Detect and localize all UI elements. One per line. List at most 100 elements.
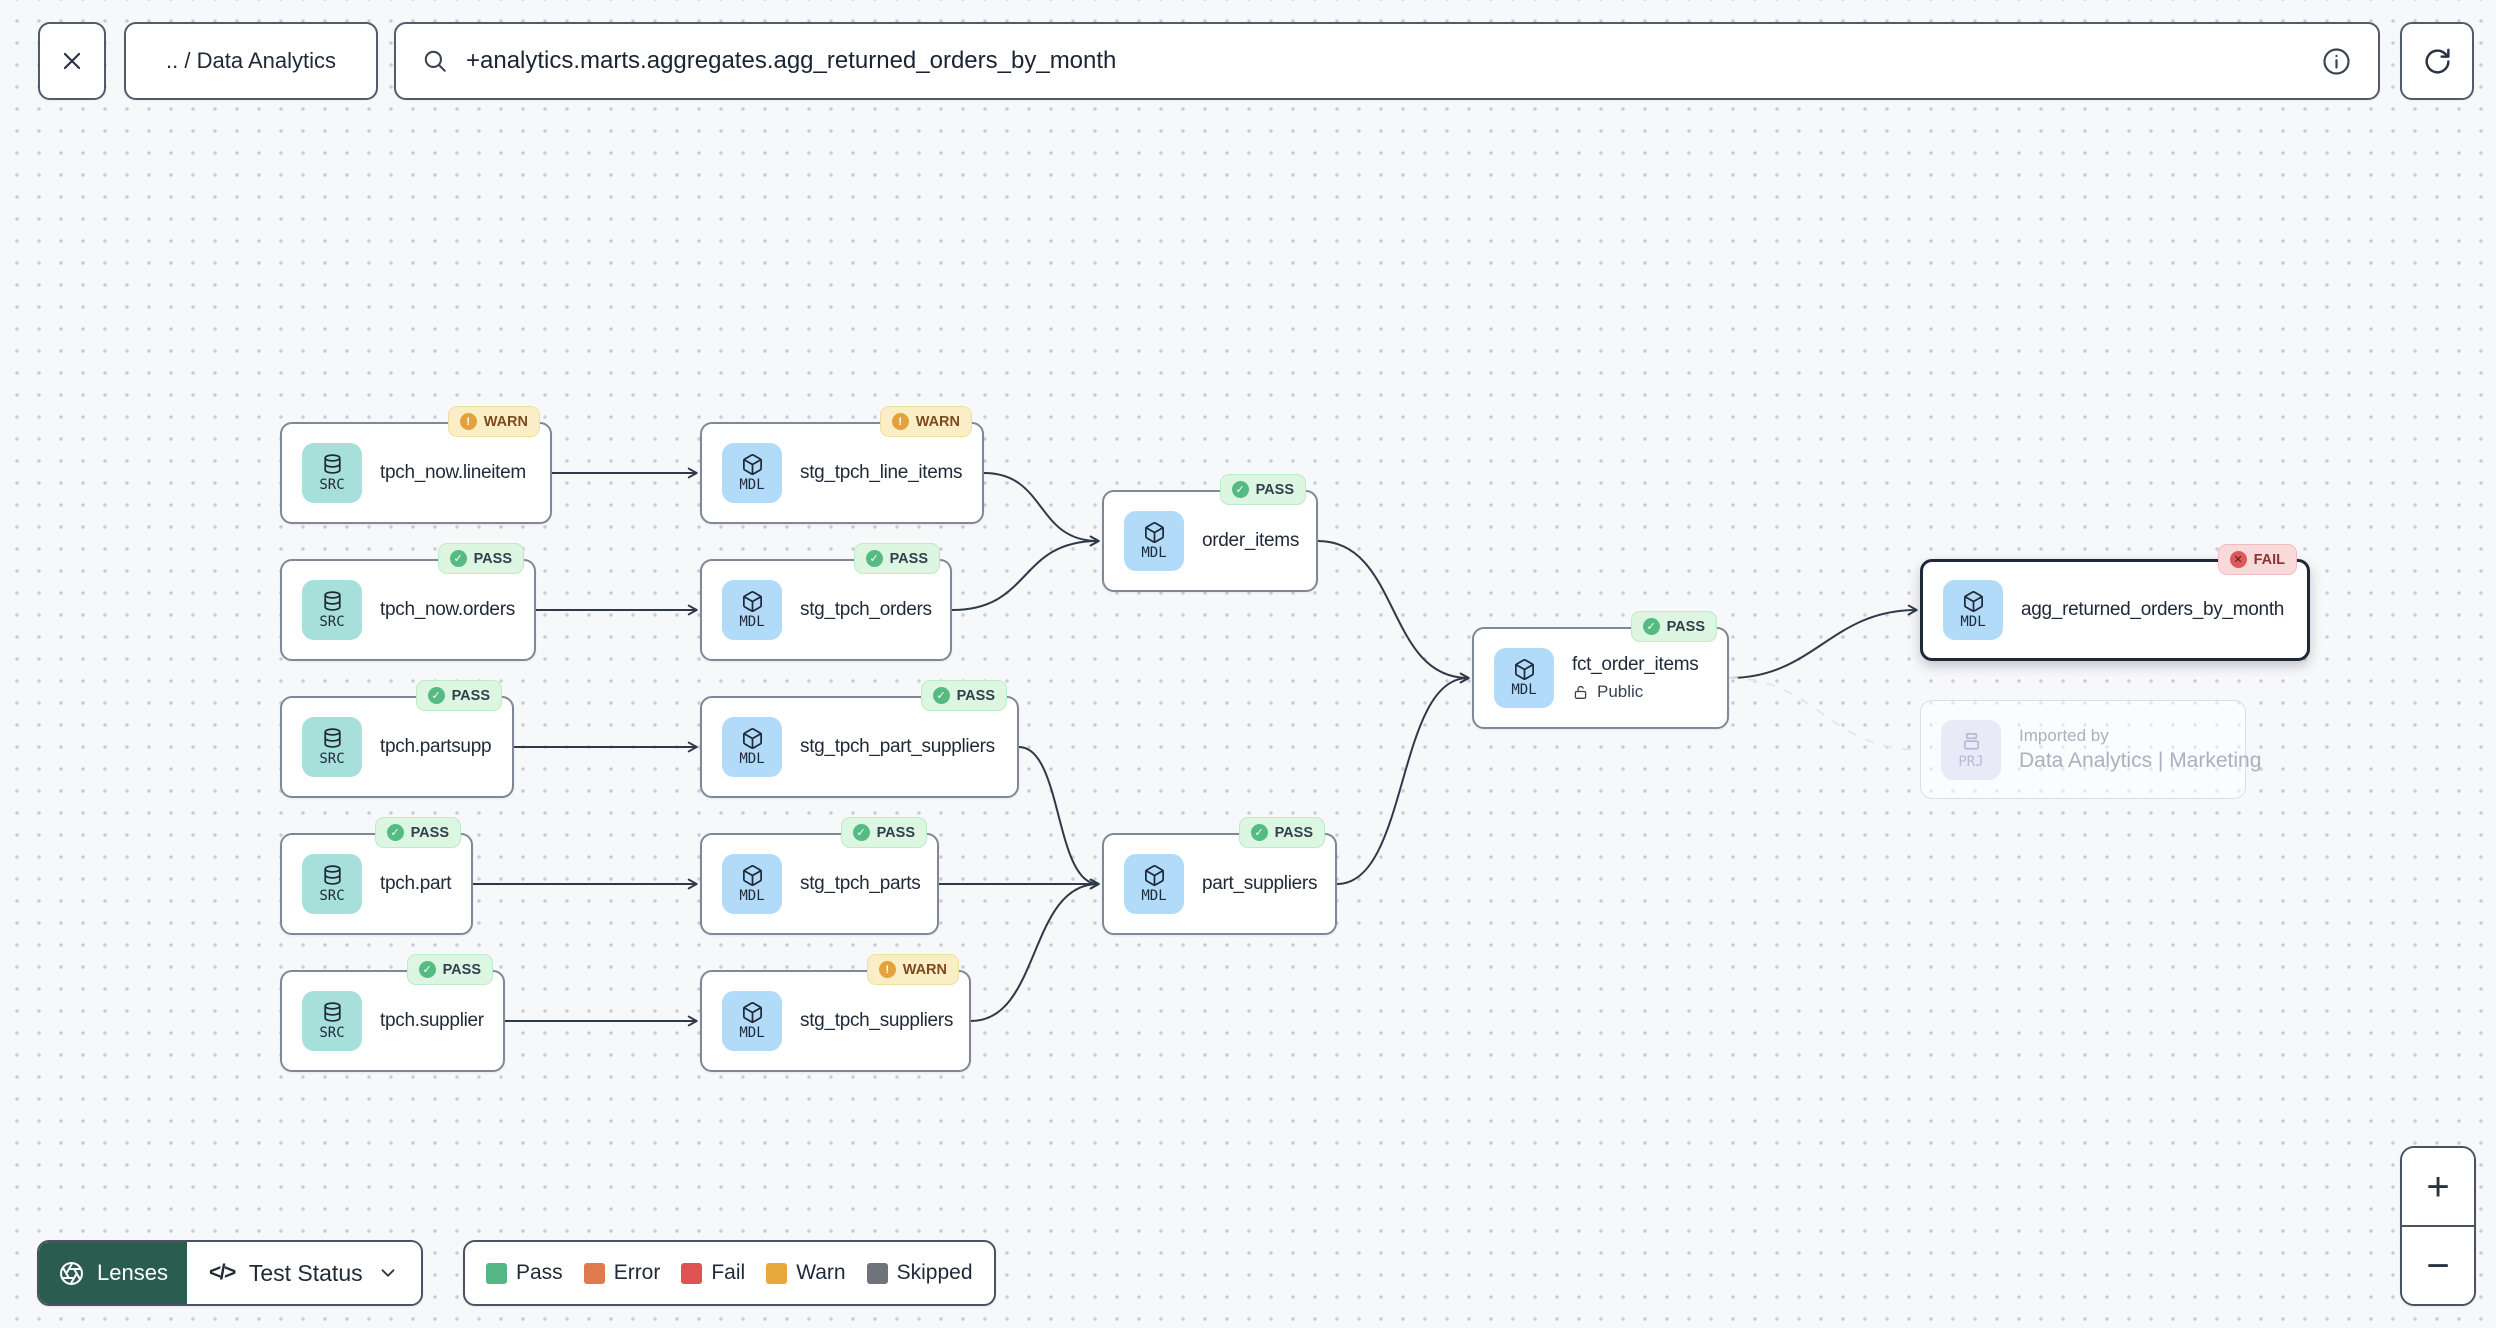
node-type-chip-mdl: MDL xyxy=(1494,648,1554,708)
pass-status-icon: ✓ xyxy=(865,550,883,567)
legend-item-fail: Fail xyxy=(681,1261,745,1285)
status-badge-pass: ✓PASS xyxy=(853,543,940,574)
node-type-chip-mdl: MDL xyxy=(1943,580,2003,640)
node-type-chip-prj: PRJ xyxy=(1941,719,2001,780)
status-badge-pass: ✓PASS xyxy=(920,680,1007,711)
node-label: stg_tpch_suppliers xyxy=(800,1010,954,1031)
node-type-chip-src: SRC xyxy=(302,580,362,640)
node-label: tpch.part xyxy=(380,873,452,894)
status-badge-label: PASS xyxy=(451,687,490,704)
database-icon xyxy=(323,591,341,611)
node-sublabel: Imported by xyxy=(2019,726,2109,745)
edge-fct_order_items-to-imported_by xyxy=(1728,677,1917,751)
refresh-button[interactable] xyxy=(2400,22,2474,100)
zoom-in-button[interactable]: + xyxy=(2402,1148,2474,1225)
database-icon xyxy=(323,454,341,474)
node-type-label: MDL xyxy=(1511,682,1537,698)
node-label: Data Analytics | Marketing xyxy=(2019,749,2262,772)
status-badge-pass: ✓ PASS xyxy=(1630,611,1717,642)
search-bar[interactable]: +analytics.marts.aggregates.agg_returned… xyxy=(394,22,2380,100)
edge-stg_tpch_orders-to-order_items xyxy=(951,535,1100,611)
pass-status-icon: ✓ xyxy=(386,824,404,841)
node-type-label: MDL xyxy=(739,751,765,767)
node-label: tpch.supplier xyxy=(380,1010,484,1031)
close-button[interactable] xyxy=(38,22,106,100)
node-label: tpch_now.orders xyxy=(380,599,515,620)
legend-swatch-pass xyxy=(486,1262,507,1284)
pass-status-icon: ✓ xyxy=(1250,824,1268,841)
graph-node-imported_by[interactable]: PRJ Imported by Data Analytics | Marketing xyxy=(1920,700,2261,799)
zoom-out-button[interactable]: − xyxy=(2402,1227,2474,1304)
node-label: fct_order_items xyxy=(1572,654,1699,675)
status-badge-pass: ✓PASS xyxy=(1238,817,1325,848)
node-type-chip-mdl: MDL xyxy=(722,443,782,503)
access-label: Public xyxy=(1572,682,1698,702)
breadcrumb[interactable]: .. / Data Analytics xyxy=(124,22,378,100)
code-icon: </> xyxy=(208,1261,236,1284)
node-type-label: MDL xyxy=(739,477,765,493)
node-type-chip-mdl: MDL xyxy=(722,717,782,777)
model-cube-icon xyxy=(1144,522,1164,543)
node-type-label: MDL xyxy=(739,888,765,904)
search-input[interactable]: +analytics.marts.aggregates.agg_returned… xyxy=(466,47,1117,74)
status-badge-label: PASS xyxy=(1666,618,1705,635)
search-icon xyxy=(424,50,446,72)
info-icon[interactable] xyxy=(2321,46,2352,77)
node-type-label: MDL xyxy=(1960,614,1986,630)
lens-selector[interactable]: </> Test Status xyxy=(186,1242,421,1304)
zoom-divider xyxy=(2402,1225,2474,1227)
edge-stg_tpch_line_items-to-order_items xyxy=(983,472,1100,547)
legend-label: Warn xyxy=(796,1261,846,1284)
node-type-label: SRC xyxy=(319,477,345,493)
database-icon xyxy=(323,728,341,748)
warn-status-icon: ! xyxy=(878,961,896,978)
status-badge-pass: ✓ PASS xyxy=(415,680,502,711)
node-label: order_items xyxy=(1202,530,1300,551)
node-type-label: SRC xyxy=(319,888,345,904)
pass-status-icon: ✓ xyxy=(449,550,467,567)
status-badge-label: PASS xyxy=(473,550,512,567)
pass-status-icon: ✓ xyxy=(852,824,870,841)
node-type-label: SRC xyxy=(319,751,345,767)
status-badge-label: PASS xyxy=(1255,481,1294,498)
graph-node-stg_tpch_line_items[interactable]: !WARN MDL stg_tpch_line_items xyxy=(700,406,984,524)
edge-stg_tpch_part_suppliers-to-part_suppliers xyxy=(1018,746,1100,890)
node-type-chip-src: SRC xyxy=(302,443,362,503)
lenses-button[interactable]: Lenses xyxy=(39,1242,187,1304)
lenses-label: Lenses xyxy=(97,1260,168,1285)
node-label: stg_tpch_line_items xyxy=(800,462,963,483)
database-icon xyxy=(323,865,341,885)
pass-status-icon: ✓ xyxy=(1231,481,1249,498)
status-badge-label: PASS xyxy=(956,687,995,704)
legend-label: Error xyxy=(613,1261,661,1284)
legend-swatch-error xyxy=(583,1262,605,1284)
fail-status-icon: ✕ xyxy=(2229,551,2247,568)
lens-selector-label: Test Status xyxy=(248,1259,363,1286)
node-type-chip-mdl: MDL xyxy=(722,991,782,1051)
node-type-label: SRC xyxy=(319,1025,345,1041)
edge-order_items-to-fct_order_items xyxy=(1317,540,1470,684)
status-badge-pass: ✓ PASS xyxy=(1219,474,1306,505)
node-label: stg_tpch_parts xyxy=(800,873,921,894)
status-badge-label: WARN xyxy=(902,961,947,978)
graph-node-stg_tpch_suppliers[interactable]: ! WARN MDL stg_tpch_suppliers xyxy=(700,954,971,1072)
graph-node-tpch_now_orders[interactable]: ✓ PASS SRC tpch_now.orders xyxy=(280,543,536,661)
graph-node-tpch_partsupp[interactable]: ✓ PASS SRC tpch.partsupp xyxy=(280,680,514,798)
legend-label: Pass xyxy=(516,1261,563,1284)
node-label: tpch.partsupp xyxy=(380,736,492,757)
refresh-icon xyxy=(2424,48,2450,74)
aperture-icon xyxy=(60,1261,83,1285)
pass-status-icon: ✓ xyxy=(1642,618,1660,635)
status-badge-warn: !WARN xyxy=(879,406,972,437)
pass-status-icon: ✓ xyxy=(427,687,445,704)
